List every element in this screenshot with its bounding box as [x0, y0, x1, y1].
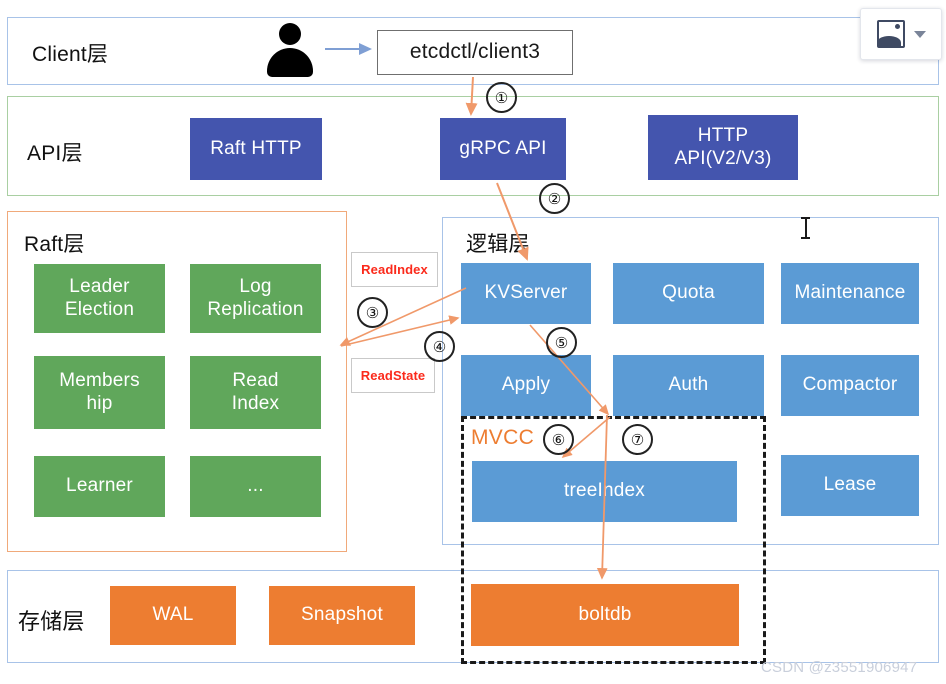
user-icon-body — [267, 48, 313, 77]
node-auth: Auth — [613, 355, 764, 416]
node-apply: Apply — [461, 355, 591, 416]
node-compactor: Compactor — [781, 355, 919, 416]
tag-readindex: ReadIndex — [351, 252, 438, 287]
layer-title-storage: 存储层 — [18, 609, 85, 634]
node-wal: WAL — [110, 586, 236, 645]
node-more-ellipsis: ... — [190, 456, 321, 517]
user-icon — [267, 23, 313, 77]
node-log-replication: Log Replication — [190, 264, 321, 333]
step-marker-2: ② — [539, 183, 570, 214]
image-toolbar[interactable] — [860, 8, 942, 60]
layer-title-api: API层 — [27, 142, 83, 165]
layer-title-logic: 逻辑层 — [466, 233, 530, 256]
layer-title-client: Client层 — [32, 43, 109, 66]
step-marker-5: ⑤ — [546, 327, 577, 358]
node-membership: Members hip — [34, 356, 165, 429]
node-read-index: Read Index — [190, 356, 321, 429]
step-marker-6: ⑥ — [543, 424, 574, 455]
tag-readstate: ReadState — [351, 358, 435, 393]
node-snapshot: Snapshot — [269, 586, 415, 645]
node-learner: Learner — [34, 456, 165, 517]
node-kvserver: KVServer — [461, 263, 591, 324]
step-marker-7: ⑦ — [622, 424, 653, 455]
node-treeindex: treeIndex — [472, 461, 737, 522]
step-marker-3: ③ — [357, 297, 388, 328]
node-maintenance: Maintenance — [781, 263, 919, 324]
node-grpc-api: gRPC API — [440, 118, 566, 180]
picture-icon-hill — [878, 36, 901, 46]
mvcc-label: MVCC — [471, 426, 535, 449]
node-quota: Quota — [613, 263, 764, 324]
node-etcdctl-client3: etcdctl/client3 — [377, 30, 573, 75]
user-icon-head — [279, 23, 301, 45]
picture-icon[interactable] — [876, 20, 905, 48]
watermark: CSDN @z3551906947 — [761, 659, 918, 676]
node-http-api: HTTP API(V2/V3) — [648, 115, 798, 180]
node-boltdb: boltdb — [471, 584, 739, 646]
node-lease: Lease — [781, 455, 919, 516]
step-marker-1: ① — [486, 82, 517, 113]
node-leader-election: Leader Election — [34, 264, 165, 333]
layer-title-raft: Raft层 — [24, 233, 85, 256]
chevron-down-icon[interactable] — [913, 30, 926, 38]
step-marker-4: ④ — [424, 331, 455, 362]
picture-icon-sun — [894, 24, 900, 29]
node-raft-http: Raft HTTP — [190, 118, 322, 180]
text-cursor — [801, 217, 810, 239]
